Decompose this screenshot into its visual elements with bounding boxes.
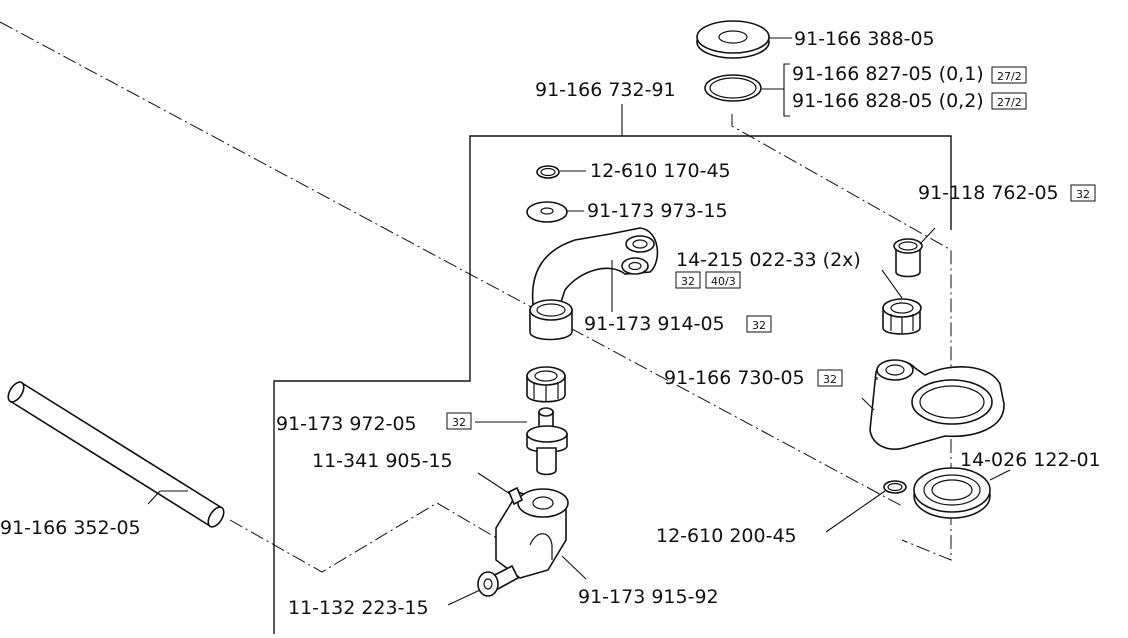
ref-box-32-d: 32 [817, 369, 843, 387]
ref-box-40-3: 40/3 [705, 271, 741, 289]
label-91-173-914-05: 91-173 914-05 [584, 313, 725, 335]
svg-text:32: 32 [1076, 188, 1090, 201]
label-91-166-828-05: 91-166 828-05 (0,2) [792, 90, 984, 112]
ref-box-27-2-a: 27/2 [991, 66, 1027, 84]
retaining-ring-170 [536, 165, 560, 179]
center-lines [0, 21, 952, 573]
svg-text:27/2: 27/2 [997, 96, 1022, 109]
label-12-610-170-45: 12-610 170-45 [590, 160, 731, 182]
shim-ring [704, 74, 762, 102]
leader-lines [147, 37, 1011, 606]
svg-text:32: 32 [681, 275, 695, 288]
label-11-132-223-15: 11-132 223-15 [288, 597, 429, 619]
stud-pin-972 [526, 407, 568, 476]
label-91-166-352-05: 91-166 352-05 [0, 517, 141, 539]
label-91-166-388-05: 91-166 388-05 [794, 28, 935, 50]
needle-bearing-left [526, 366, 566, 403]
ref-box-32-b: 32 [675, 271, 701, 289]
ref-box-27-2-b: 27/2 [991, 92, 1027, 110]
washer-388 [696, 20, 770, 59]
washer-973 [526, 201, 568, 223]
label-14-026-122-01: 14-026 122-01 [960, 449, 1101, 471]
ref-box-32-c: 32 [746, 315, 772, 333]
svg-text:32: 32 [752, 319, 766, 332]
label-12-610-200-45: 12-610 200-45 [656, 525, 797, 547]
label-91-173-915-92: 91-173 915-92 [578, 586, 719, 608]
lever-730 [869, 359, 1005, 450]
needle-bearing-right [882, 298, 922, 335]
svg-text:32: 32 [823, 373, 837, 386]
ref-box-32-e: 32 [446, 412, 472, 430]
label-91-166-732-91: 91-166 732-91 [535, 79, 676, 101]
label-14-215-022-33: 14-215 022-33 (2x) [676, 249, 861, 271]
shaft-352 [7, 381, 225, 528]
label-91-118-762-05: 91-118 762-05 [918, 182, 1059, 204]
clamp-block-915 [495, 486, 569, 579]
ref-box-32-a: 32 [1070, 184, 1096, 202]
label-91-173-973-15: 91-173 973-15 [587, 200, 728, 222]
assembly-frame [273, 135, 952, 634]
ball-bearing-122 [913, 467, 991, 519]
bolt-762 [893, 238, 923, 278]
label-11-341-905-15: 11-341 905-15 [312, 450, 453, 472]
circlip-200 [883, 480, 907, 494]
svg-text:32: 32 [452, 416, 466, 429]
svg-text:40/3: 40/3 [711, 275, 736, 288]
screw-223 [477, 564, 520, 597]
label-91-173-972-05: 91-173 972-05 [276, 413, 417, 435]
label-91-166-827-05: 91-166 827-05 (0,1) [792, 63, 984, 85]
crank-arm-914 [529, 227, 659, 341]
label-91-166-730-05: 91-166 730-05 [664, 367, 805, 389]
svg-text:27/2: 27/2 [997, 70, 1022, 83]
